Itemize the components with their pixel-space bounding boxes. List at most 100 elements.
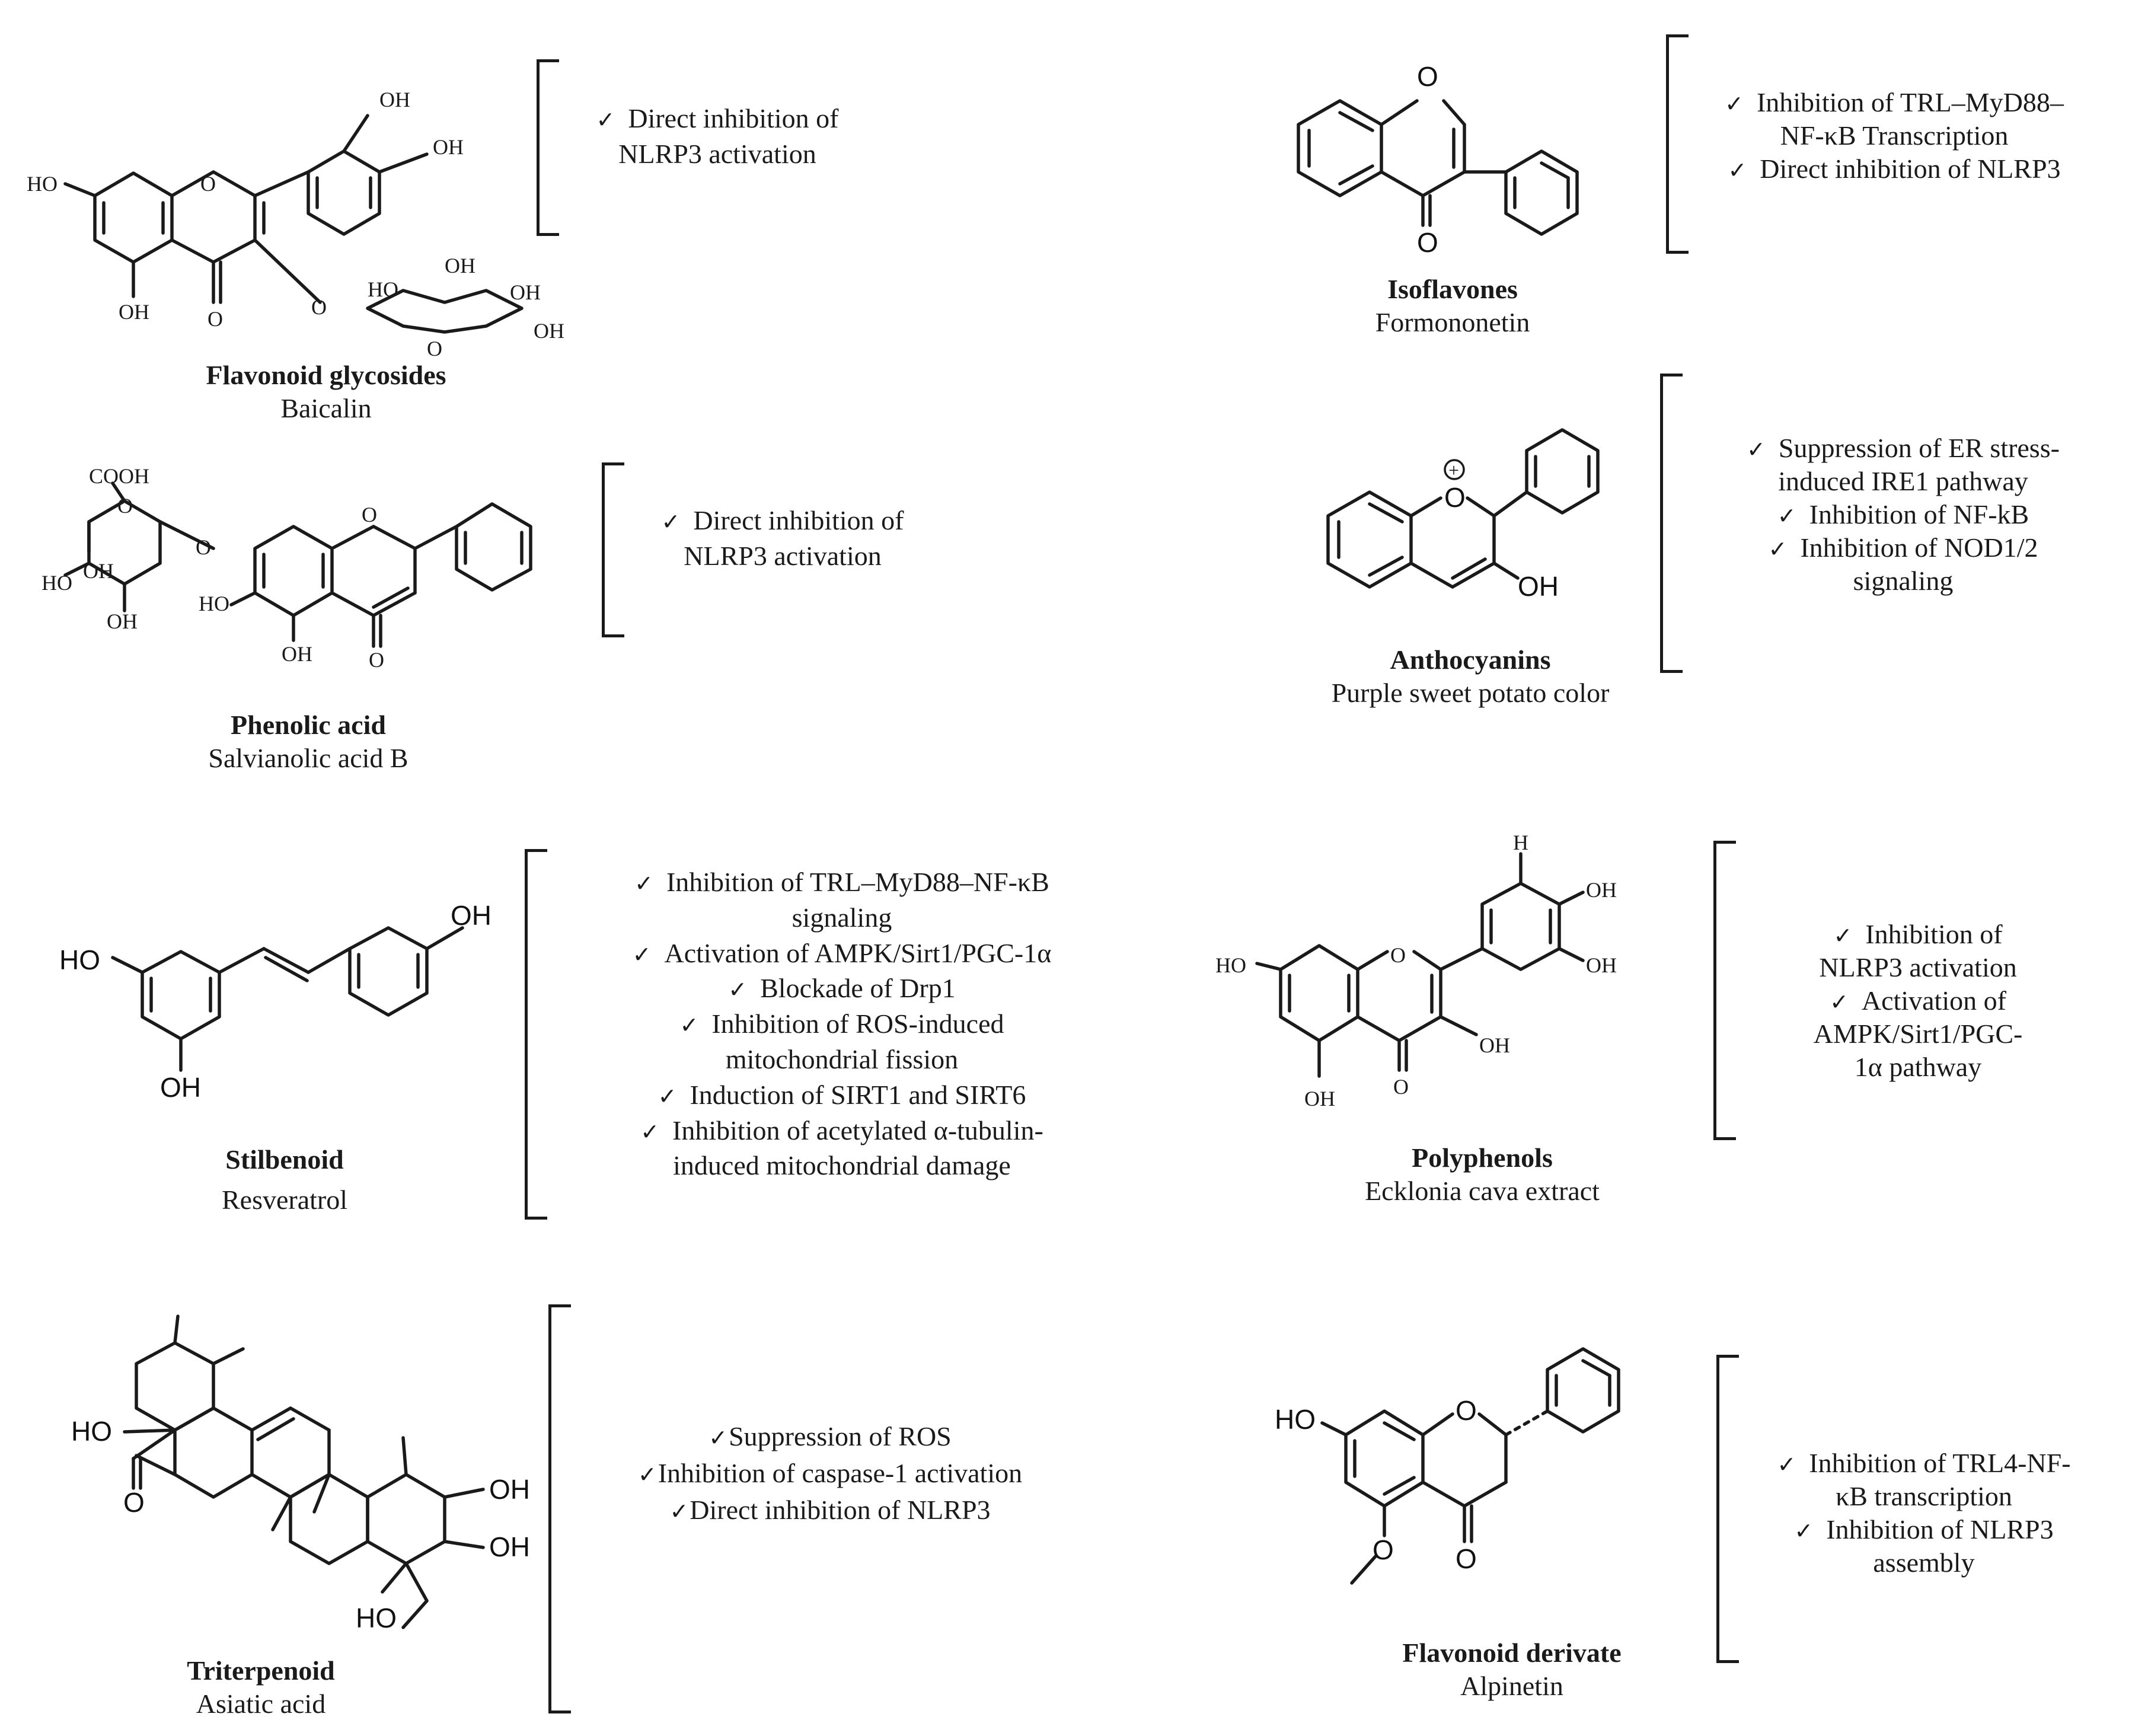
mechanism-list-resveratrol: ✓Inhibition of TRL–MyD88–NF-κB signaling… (540, 864, 1144, 1183)
alpinetin-structure: HO O O O (1275, 1347, 1725, 1636)
mechanism-item: ✓Activation of AMPK/Sirt1/PGC-1α (632, 937, 1052, 968)
mechanism-list-asiatic: ✓Suppression of ROS ✓Inhibition of caspa… (563, 1418, 1097, 1528)
mechanism-item: ✓Inhibition of NF-kB (1777, 499, 2029, 530)
atom-label: OH (1586, 878, 1617, 902)
mechanism-item: ✓Inhibition of NLRP3 assembly (1794, 1514, 2054, 1578)
class-name: Triterpenoid (187, 1655, 335, 1686)
check-icon: ✓ (1725, 91, 1744, 117)
atom-label: OH (282, 642, 312, 666)
class-name: Isoflavones (1387, 274, 1518, 304)
bracket (1716, 1355, 1739, 1663)
atom-label: O (1393, 1075, 1409, 1099)
atom-label: HO (199, 592, 229, 615)
check-icon: ✓ (658, 1083, 677, 1109)
atom-label: OH (160, 1072, 201, 1103)
atom-label: OH (489, 1474, 530, 1505)
mechanism-list-baicalin: ✓Direct inhibition of NLRP3 activation (551, 101, 883, 172)
check-icon: ✓ (640, 1118, 660, 1145)
mechanism-list-alpinetin: ✓Inhibition of TRL4-NF-κB transcription … (1728, 1447, 2120, 1579)
atom-label: O (1417, 227, 1438, 258)
atom-label: OH (445, 254, 475, 277)
check-icon: ✓ (637, 1461, 657, 1488)
compound-name: Alpinetin (1460, 1671, 1563, 1702)
bracket (602, 462, 624, 637)
caption-formononetin: Isoflavones Formononetin (1310, 273, 1595, 339)
check-icon: ✓ (1830, 989, 1849, 1016)
check-icon: ✓ (1777, 503, 1796, 529)
mechanism-item: ✓Direct inhibition of NLRP3 activation (661, 505, 904, 571)
salvianolic-structure: COOH O O O OH HO OH HO OH O (42, 457, 611, 694)
atom-label: O (117, 494, 133, 518)
bracket (537, 59, 559, 236)
mechanism-item: ✓Direct inhibition of NLRP3 (669, 1495, 991, 1526)
resveratrol-structure: HO OH OH (53, 860, 540, 1132)
atom-label: O (123, 1487, 145, 1518)
atom-label: H (1513, 831, 1528, 854)
compound-name: Salvianolic acid B (208, 743, 408, 774)
check-icon: ✓ (728, 976, 748, 1003)
atom-label: HO (1215, 953, 1246, 977)
mechanism-item: ✓Suppression of ROS (708, 1421, 952, 1451)
check-icon: ✓ (634, 870, 653, 896)
check-icon: ✓ (1747, 436, 1766, 462)
caption-ecklonia: Polyphenols Ecklonia cava extract (1304, 1141, 1660, 1208)
atom-label: COOH (89, 464, 149, 488)
atom-label: OH (379, 88, 410, 111)
mechanism-item: ✓Inhibition of NLRP3 activation (1819, 919, 2017, 983)
atom-label: O (196, 535, 211, 559)
atom-label: OH (1479, 1033, 1510, 1057)
atom-label: OH (451, 900, 491, 931)
compound-name: Purple sweet potato color (1331, 678, 1610, 709)
atom-label: O (200, 172, 216, 196)
check-icon: ✓ (632, 941, 652, 968)
atom-label: O (1417, 61, 1438, 92)
caption-baicalin: Flavonoid glycosides Baicalin (142, 359, 510, 425)
mechanism-item: ✓Direct inhibition of NLRP3 activation (596, 103, 839, 169)
bracket (1660, 374, 1683, 673)
mechanism-item: ✓Inhibition of caspase-1 activation (637, 1458, 1023, 1489)
atom-label: HO (356, 1603, 397, 1633)
atom-label: HO (71, 1416, 112, 1447)
compound-name: Resveratrol (221, 1185, 348, 1215)
formononetin-structure: O O (1275, 53, 1642, 279)
caption-salvianolic: Phenolic acid Salvianolic acid B (142, 709, 474, 775)
caption-anthocyanin: Anthocyanins Purple sweet potato color (1263, 643, 1678, 710)
atom-label: O (1390, 943, 1406, 967)
class-name: Flavonoid glycosides (206, 360, 446, 390)
atom-label: O (1456, 1543, 1477, 1574)
atom-label: HO (1275, 1404, 1316, 1435)
atom-label: O (427, 337, 442, 360)
mechanism-list-formononetin: ✓Inhibition of TRL–MyD88–NF-κB Transcrip… (1669, 86, 2120, 186)
atom-label: HO (59, 944, 100, 975)
anthocyanin-structure: O + OH (1304, 415, 1684, 640)
check-icon: ✓ (669, 1498, 689, 1525)
atom-label: OH (1518, 571, 1559, 602)
check-icon: ✓ (661, 509, 681, 535)
mechanism-item: ✓Inhibition of acetylated α-tubulin-indu… (640, 1115, 1043, 1181)
mechanism-item: ✓Inhibition of TRL–MyD88–NF-κB signaling (634, 867, 1049, 933)
atom-label: O (1444, 482, 1466, 513)
bracket (525, 849, 547, 1220)
mechanism-item: ✓Inhibition of TRL–MyD88–NF-κB Transcrip… (1725, 87, 2064, 151)
mechanism-item: ✓Inhibition of TRL4-NF-κB transcription (1777, 1448, 2071, 1512)
bracket (1713, 841, 1736, 1140)
mechanism-item: ✓Activation of AMPK/Sirt1/PGC-1α pathway (1813, 985, 2023, 1083)
caption-resveratrol: Stilbenoid Resveratrol (142, 1143, 427, 1217)
check-icon: ✓ (1777, 1451, 1796, 1477)
atom-label: HO (27, 172, 58, 196)
atom-label: OH (489, 1531, 530, 1562)
atom-label: + (1448, 459, 1459, 481)
baicalin-structure: O HO OH O OH OH O HO OH OH OH O (12, 36, 593, 368)
asiatic-acid-structure: HO O OH OH HO (59, 1304, 545, 1648)
bracket (548, 1304, 571, 1713)
compound-name: Baicalin (280, 393, 372, 424)
atom-label: OH (1586, 953, 1617, 977)
bracket (1666, 34, 1689, 254)
atom-label: O (1456, 1395, 1477, 1426)
atom-label: HO (368, 277, 398, 301)
check-icon: ✓ (708, 1425, 728, 1451)
atom-label: OH (534, 319, 564, 343)
atom-label: OH (433, 135, 464, 159)
mechanism-list-ecklonia: ✓Inhibition of NLRP3 activation ✓Activat… (1728, 918, 2108, 1084)
check-icon: ✓ (596, 107, 615, 133)
